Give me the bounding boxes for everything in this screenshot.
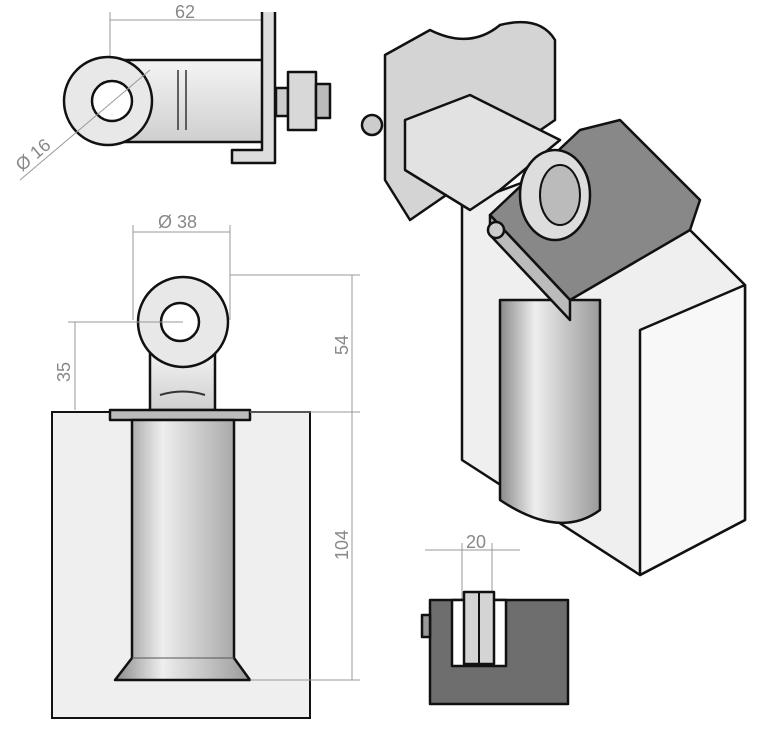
bracket <box>230 12 277 165</box>
dim-diameter-38: Ø 38 <box>158 212 197 232</box>
isometric-view <box>360 20 747 577</box>
iso-tube <box>498 298 602 525</box>
dim-104: 104 <box>332 530 352 560</box>
dim-62: 62 <box>175 2 195 22</box>
flange-plate <box>108 408 252 422</box>
dim-54: 54 <box>332 335 352 355</box>
dim-20: 20 <box>466 532 486 552</box>
top-view: 62 Ø 16 <box>12 2 332 181</box>
roller-view: 20 <box>420 532 570 706</box>
tube <box>113 418 252 682</box>
eye-hole <box>90 79 134 123</box>
front-view: Ø 38 35 54 104 <box>51 212 360 719</box>
dim-35: 35 <box>54 362 74 382</box>
nut <box>286 70 318 132</box>
